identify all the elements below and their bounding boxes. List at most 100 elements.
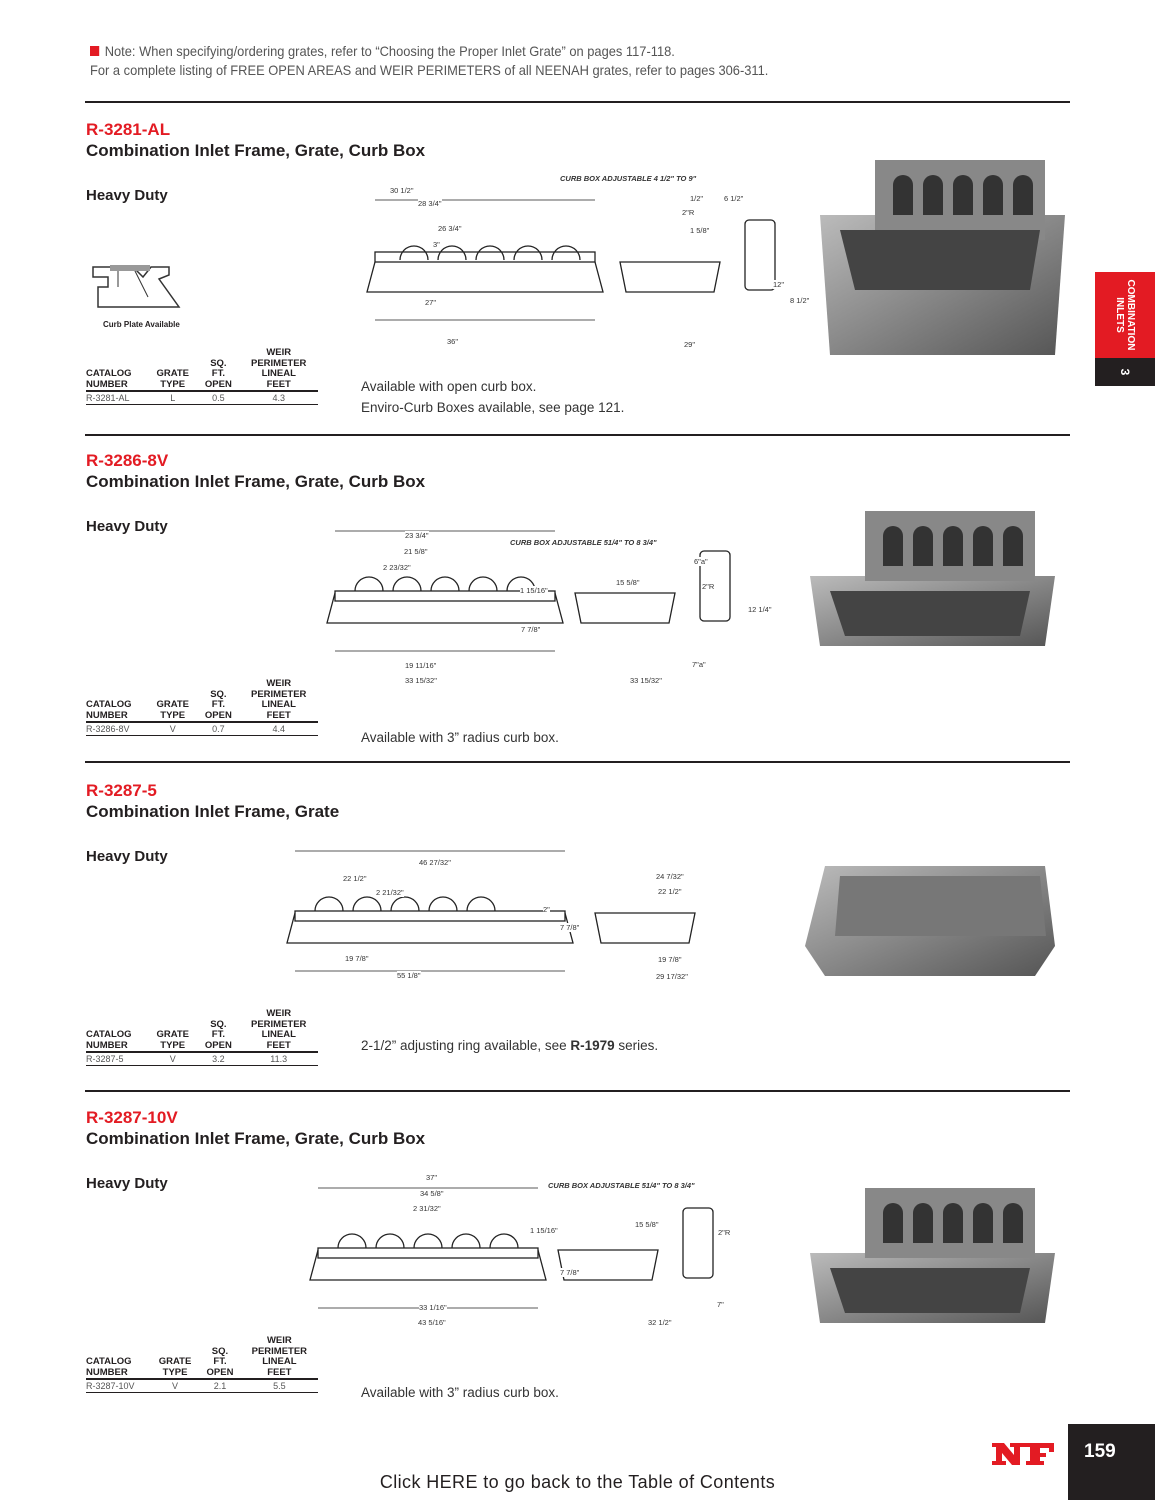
note-line-2: For a complete listing of FREE OPEN AREA… [90, 62, 769, 78]
dimension-label: 2"R [682, 208, 695, 217]
dimension-label: CURB BOX ADJUSTABLE 4 1/2" TO 9" [560, 174, 697, 183]
divider [85, 1090, 1070, 1092]
table-cell: R-3287-5 [86, 1052, 149, 1066]
section-tab-combination-inlets[interactable]: COMBINATION INLETS [1095, 272, 1155, 358]
dimension-label: 46 27/32" [419, 858, 451, 867]
availability-note: Available with 3” radius curb box. [361, 730, 559, 745]
dimension-label: 30 1/2" [390, 186, 414, 195]
dimension-label: 3" [433, 240, 440, 249]
dimension-label: 2" [543, 905, 550, 914]
dimension-label: 2"R [718, 1228, 731, 1237]
dimension-label: 15 5/8" [616, 578, 640, 587]
dimension-label: 12 1/4" [748, 605, 772, 614]
dimension-label: 6"a" [694, 557, 708, 566]
product-photo [820, 160, 1065, 355]
dimension-label: 22 1/2" [658, 887, 682, 896]
dimension-label: 12" [773, 280, 785, 289]
table-cell: R-3281-AL [86, 391, 149, 405]
table-cell: R-3286-8V [86, 722, 149, 736]
dimension-label: 36" [447, 337, 459, 346]
table-cell: 4.3 [239, 391, 318, 405]
dimension-label: 29" [684, 340, 696, 349]
dimension-label: 19 7/8" [658, 955, 682, 964]
dimension-label: 21 5/8" [404, 547, 428, 556]
dimension-label: 8 1/2" [790, 296, 810, 305]
dimension-label: 33 15/32" [630, 676, 662, 685]
bullet-square-icon [90, 46, 100, 56]
series-reference[interactable]: R-1979 [570, 1038, 615, 1053]
divider [85, 434, 1070, 436]
dimension-label: 28 3/4" [418, 199, 442, 208]
table-cell: R-3287-10V [86, 1379, 151, 1393]
duty-rating: Heavy Duty [86, 1175, 168, 1192]
catalog-code: R-3286-8V [86, 451, 169, 470]
table-cell: 0.5 [197, 391, 240, 405]
dimension-label: 2 23/32" [383, 563, 411, 572]
product-photo [805, 866, 1055, 976]
availability-note: Available with 3” radius curb box. [361, 1385, 559, 1400]
catalog-code: R-3281-AL [86, 120, 171, 139]
table-cell: 2.1 [199, 1379, 241, 1393]
duty-rating: Heavy Duty [86, 518, 168, 535]
duty-rating: Heavy Duty [86, 848, 168, 865]
product-title: Combination Inlet Frame, Grate [86, 802, 340, 821]
col-sq-ft-open: SQ.FT.OPEN [199, 1336, 241, 1380]
duty-rating: Heavy Duty [86, 187, 168, 204]
table-cell: V [148, 722, 198, 736]
dimension-label: 19 7/8" [345, 954, 369, 963]
technical-drawing [326, 530, 731, 652]
dimension-label: 24 7/32" [656, 872, 684, 881]
dimension-label: 29 17/32" [656, 972, 688, 981]
dimension-label: 15 5/8" [635, 1220, 659, 1229]
dimension-label: 23 3/4" [405, 531, 429, 540]
dimension-label: 7 7/8" [521, 625, 541, 634]
dimension-label: 33 15/32" [405, 676, 437, 685]
dimension-label: 2 21/32" [376, 888, 404, 897]
dimension-label: 33 1/16" [419, 1303, 447, 1312]
col-sq-ft-open: SQ.FT.OPEN [197, 679, 240, 723]
dimension-label: 27" [425, 298, 437, 307]
dimension-label: 19 11/16" [405, 661, 437, 670]
table-cell: V [148, 1052, 198, 1066]
dimension-label: CURB BOX ADJUSTABLE 51/4" TO 8 3/4" [548, 1181, 695, 1190]
dimension-label: 26 3/4" [438, 224, 462, 233]
dimension-label: 1/2" [690, 194, 704, 203]
dimension-label: 7" [717, 1300, 724, 1309]
note-line-1: Note: When specifying/ordering grates, r… [104, 43, 675, 59]
technical-drawing [309, 1187, 714, 1309]
dimension-label: CURB BOX ADJUSTABLE 51/4" TO 8 3/4" [510, 538, 657, 547]
col-sq-ft-open: SQ.FT.OPEN [197, 1009, 240, 1053]
chapter-number: 3 [1095, 358, 1155, 386]
technical-drawing [366, 199, 776, 321]
table-cell: L [148, 391, 198, 405]
dimension-label: 1 15/16" [520, 586, 548, 595]
product-photo [810, 1188, 1055, 1323]
col-sq-ft-open: SQ.FT.OPEN [197, 348, 240, 392]
table-cell: 0.7 [197, 722, 240, 736]
table-cell: 5.5 [240, 1379, 318, 1393]
dimension-label: 7"a" [692, 660, 706, 669]
table-of-contents-link[interactable]: Click HERE to go back to the Table of Co… [379, 1472, 776, 1492]
catalog-code: R-3287-10V [86, 1108, 178, 1127]
page-number: 159 [1084, 1441, 1116, 1462]
table-cell: 11.3 [239, 1052, 318, 1066]
availability-note: Enviro-Curb Boxes available, see page 12… [361, 400, 625, 415]
table-cell: 3.2 [197, 1052, 240, 1066]
dimension-label: 7 7/8" [560, 1268, 580, 1277]
